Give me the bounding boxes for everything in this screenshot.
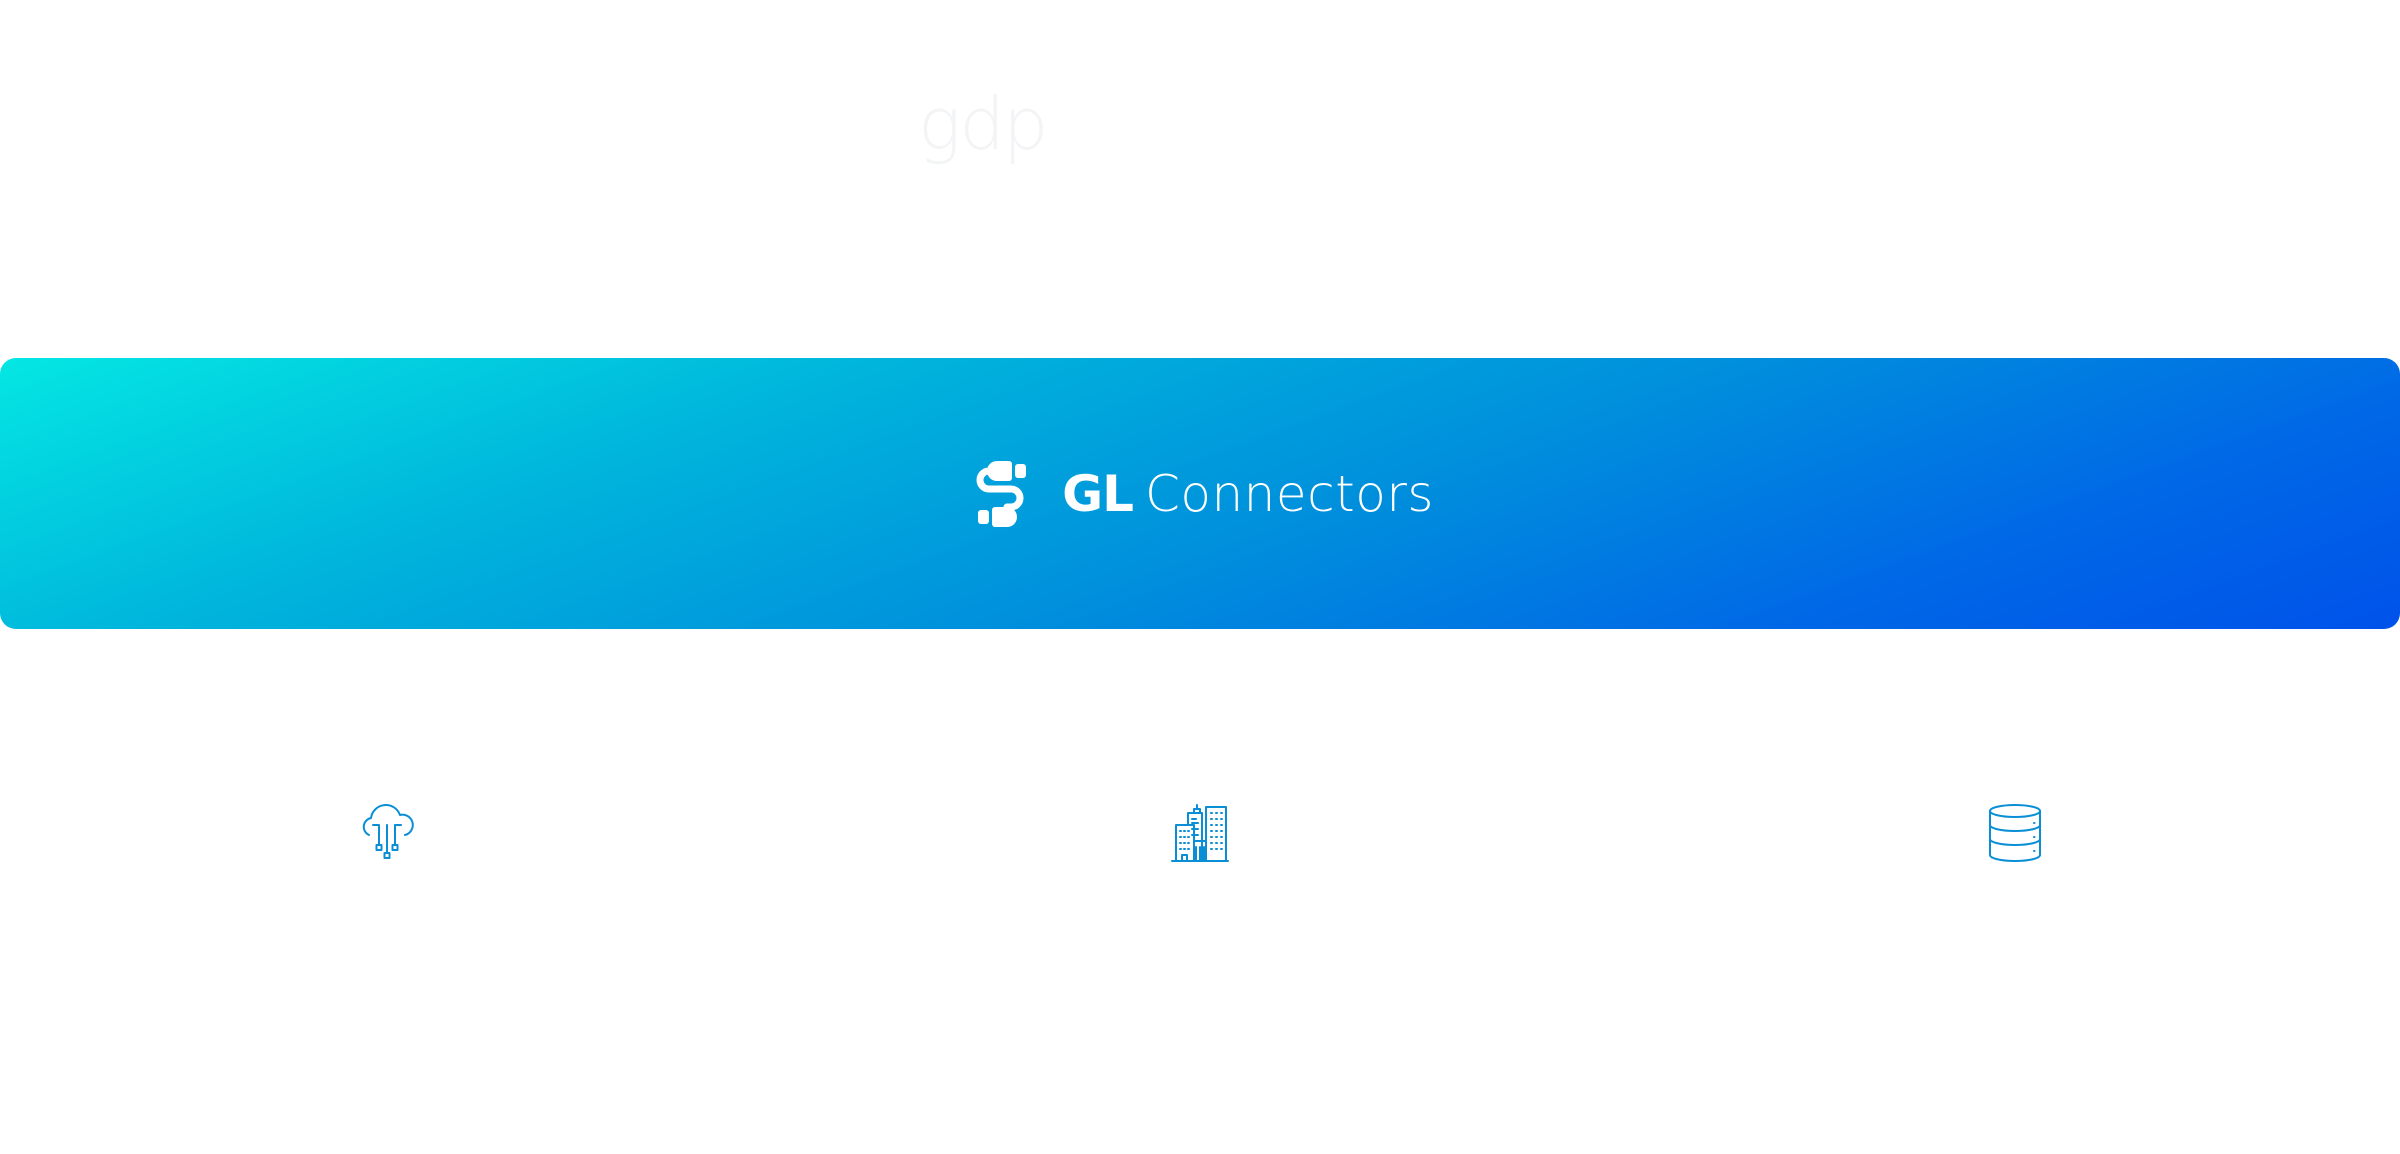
cloud-network-icon [362,804,414,859]
feature-icons-row [0,797,2400,869]
watermark-logo: gdp [918,82,1049,166]
office-buildings-icon [1171,804,1229,862]
database-icon [1989,804,2041,862]
brand-light-text: Connectors [1144,464,1434,523]
feature-buildings [1164,797,1236,869]
brand-strong-text: GL [1062,464,1134,523]
feature-database [1979,797,2051,869]
plug-connector-icon [976,460,1027,527]
feature-cloud [351,797,423,869]
